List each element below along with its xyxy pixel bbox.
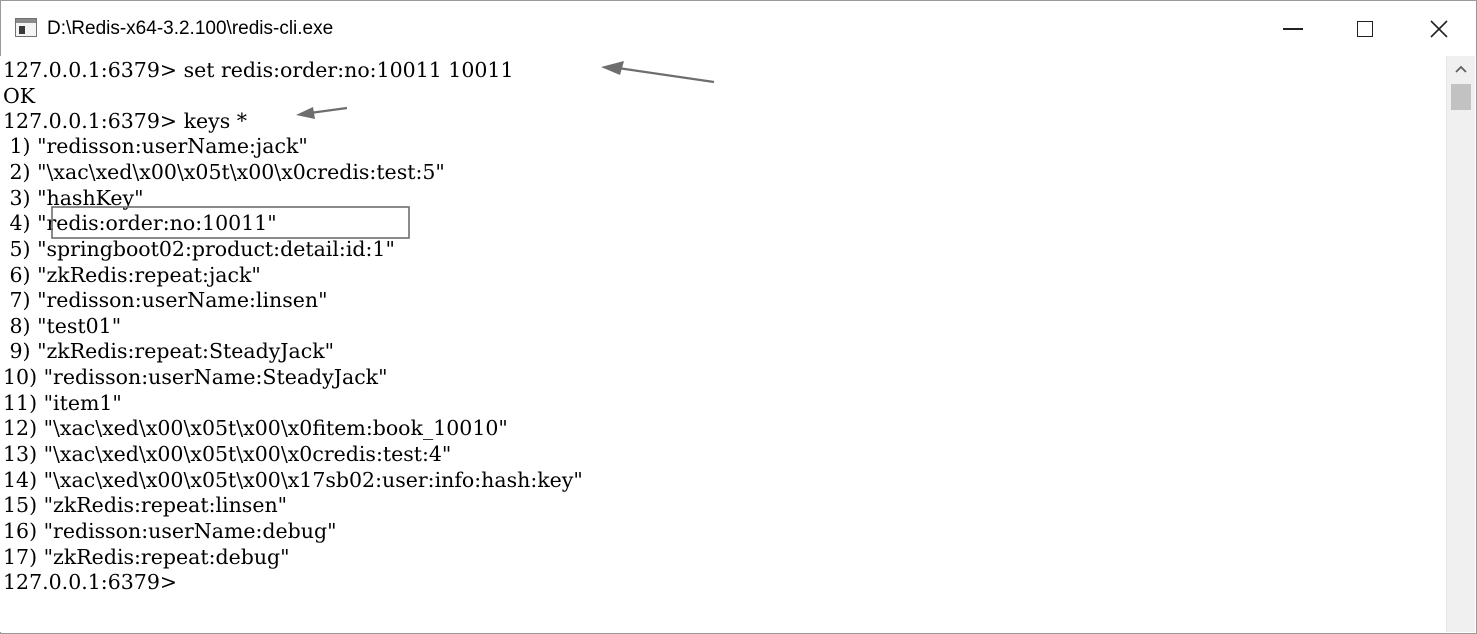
console-line-key-5: 5) "springboot02:product:detail:id:1"	[3, 237, 395, 261]
maximize-icon	[1357, 21, 1373, 37]
console-line-key-1: 1) "redisson:userName:jack"	[3, 134, 308, 158]
close-button[interactable]	[1409, 9, 1469, 49]
console-line-key-6: 6) "zkRedis:repeat:jack"	[3, 263, 261, 287]
minimize-button[interactable]	[1263, 9, 1323, 49]
title-bar[interactable]: D:\Redis-x64-3.2.100\redis-cli.exe	[1, 1, 1476, 57]
console-app-icon[interactable]	[15, 18, 37, 37]
console-line-key-11: 11) "item1"	[3, 391, 122, 415]
console-line-key-7: 7) "redisson:userName:linsen"	[3, 288, 328, 312]
console-line-key-4: 4) "redis:order:no:10011"	[3, 211, 277, 235]
close-icon	[1430, 20, 1448, 38]
console-line-key-8: 8) "test01"	[3, 314, 122, 338]
console-line-prompt: 127.0.0.1:6379>	[3, 570, 178, 594]
console-line-key-9: 9) "zkRedis:repeat:SteadyJack"	[3, 339, 335, 363]
vertical-scrollbar[interactable]	[1446, 56, 1475, 632]
console-output[interactable]: 127.0.0.1:6379> set redis:order:no:10011…	[0, 56, 1446, 632]
scroll-up-button[interactable]	[1447, 56, 1475, 82]
chevron-up-icon	[1455, 65, 1467, 73]
console-line-key-2: 2) "\xac\xed\x00\x05t\x00\x0credis:test:…	[3, 160, 445, 184]
console-line-key-17: 17) "zkRedis:repeat:debug"	[3, 545, 290, 569]
console-line-key-3: 3) "hashKey"	[3, 186, 144, 210]
console-line-key-13: 13) "\xac\xed\x00\x05t\x00\x0credis:test…	[3, 442, 452, 466]
console-line-key-16: 16) "redisson:userName:debug"	[3, 519, 337, 543]
scroll-thumb[interactable]	[1451, 84, 1471, 110]
window-title: D:\Redis-x64-3.2.100\redis-cli.exe	[47, 18, 334, 39]
console-line-keys-command: 127.0.0.1:6379> keys *	[3, 109, 247, 133]
console-line-key-14: 14) "\xac\xed\x00\x05t\x00\x17sb02:user:…	[3, 468, 583, 492]
console-line-key-12: 12) "\xac\xed\x00\x05t\x00\x0fitem:book_…	[3, 416, 508, 440]
console-line-set-command: 127.0.0.1:6379> set redis:order:no:10011…	[3, 58, 514, 82]
console-line-key-10: 10) "redisson:userName:SteadyJack"	[3, 365, 388, 389]
console-line-key-15: 15) "zkRedis:repeat:linsen"	[3, 493, 288, 517]
console-line-ok: OK	[3, 84, 36, 108]
minimize-icon	[1283, 28, 1303, 30]
maximize-button[interactable]	[1335, 9, 1395, 49]
